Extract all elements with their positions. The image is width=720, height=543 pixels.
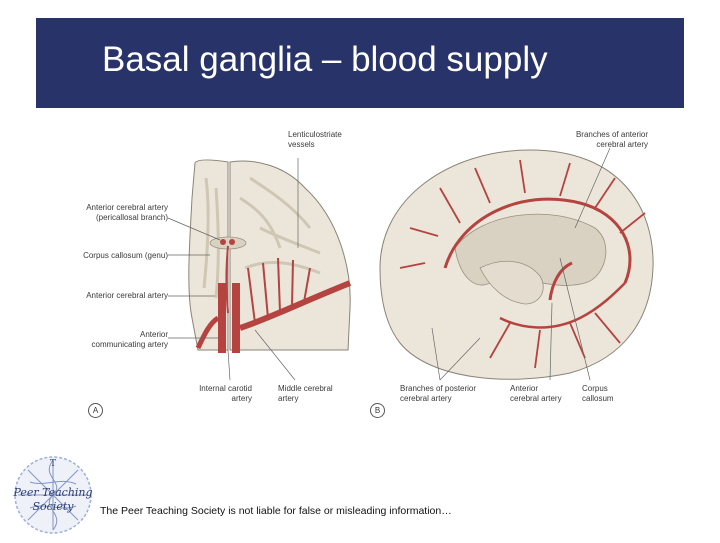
title-bar: Basal ganglia – blood supply [36,18,684,108]
label-aca-pericallosal: Anterior cerebral artery (pericallosal b… [86,203,168,222]
label-branches-posterior-cerebral: Branches of posterior cerebral artery [400,384,477,403]
svg-text:T: T [50,459,56,469]
label-internal-carotid-artery: Internal carotid artery [199,384,252,403]
slide-title: Basal ganglia – blood supply [102,40,548,79]
label-branches-anterior-cerebral: Branches of anterior cerebral artery [575,130,648,149]
coronal-section [188,159,352,353]
peer-teaching-society-logo: T Peer Teaching Society [10,452,96,538]
label-middle-cerebral-artery: Middle cerebral artery [278,384,333,403]
disclaimer-text: The Peer Teaching Society is not liable … [100,505,452,517]
sagittal-section [379,149,654,380]
leader-lines [167,147,611,381]
anatomy-figure: Lenticulostriate vessels Anterior cerebr… [80,118,680,418]
logo-icon: T Peer Teaching Society [12,456,93,534]
label-anterior-communicating-artery: Anterior communicating artery [91,330,168,349]
label-anterior-cerebral-artery-b: Anterior cerebral artery [510,384,562,403]
label-corpus-callosum: Corpus callosum [582,384,614,403]
label-corpus-callosum-genu: Corpus callosum (genu) [83,251,168,260]
label-lenticulostriate-vessels: Lenticulostriate vessels [288,130,342,149]
panel-a-marker: A [88,403,103,418]
svg-text:Peer Teaching: Peer Teaching [12,486,92,499]
svg-text:Society: Society [33,500,75,513]
panel-b-marker: B [370,403,385,418]
brain-illustration [167,147,654,381]
label-anterior-cerebral-artery-a: Anterior cerebral artery [86,291,168,300]
